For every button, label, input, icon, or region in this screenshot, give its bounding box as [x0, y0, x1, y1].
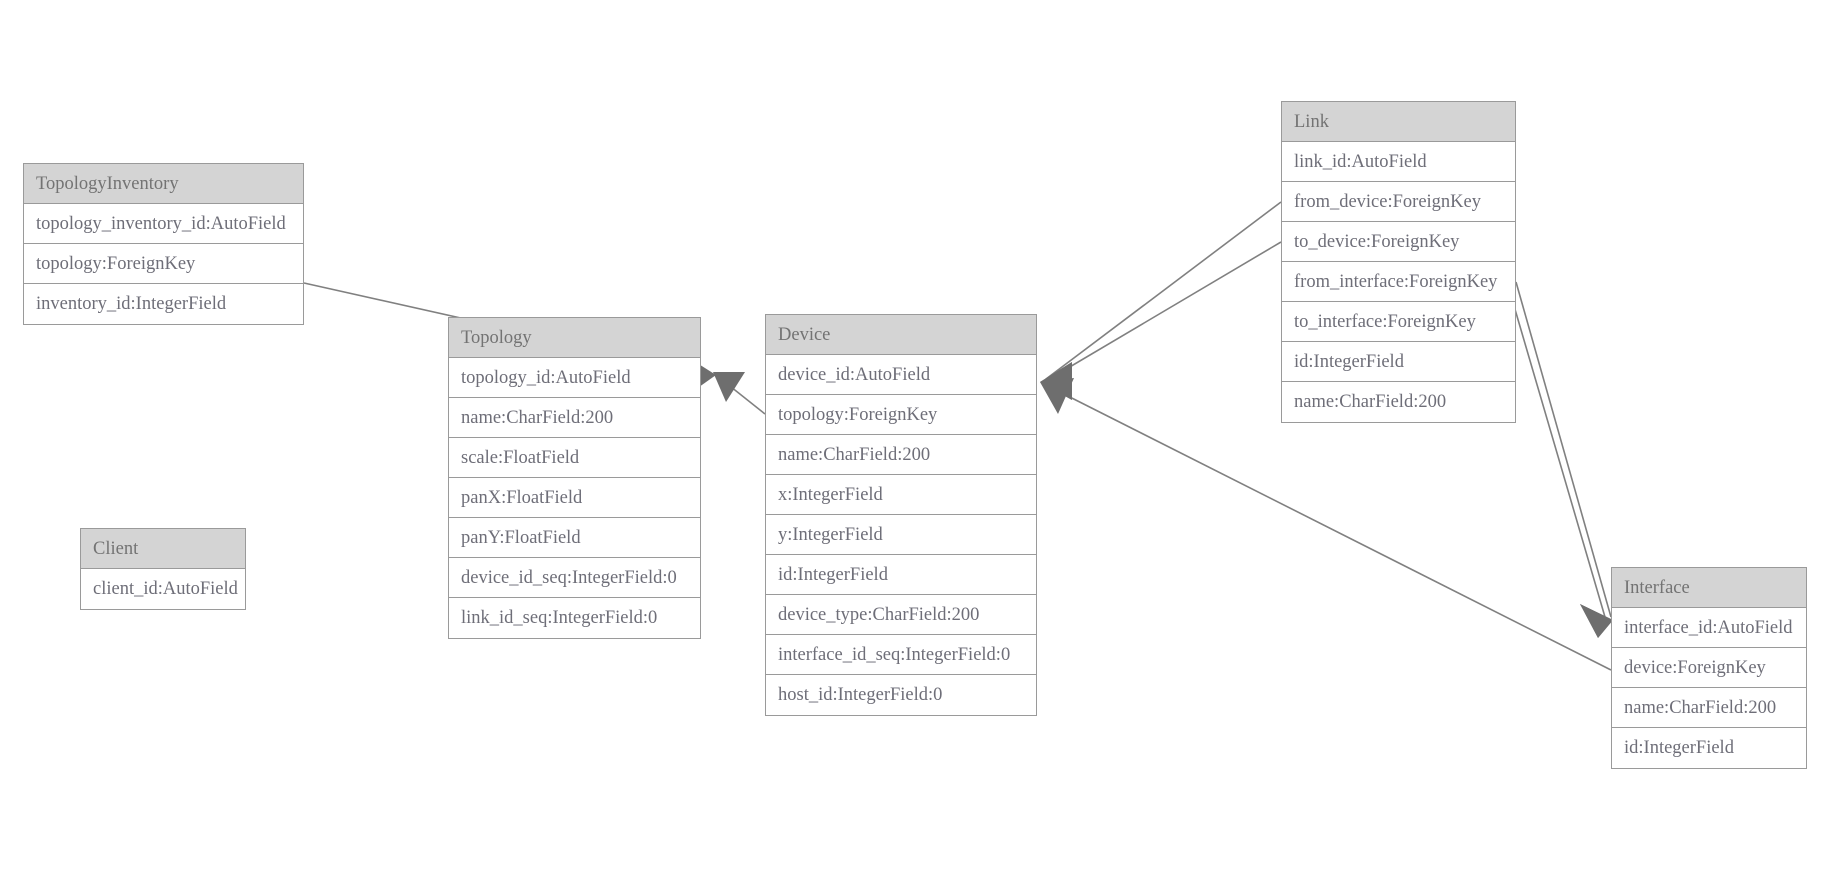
relationship-line-link-from-interface — [1515, 281, 1612, 618]
entity-field: panY:FloatField — [449, 518, 700, 558]
entity-field: device_id_seq:IntegerField:0 — [449, 558, 700, 598]
entity-field: panX:FloatField — [449, 478, 700, 518]
entity-field: host_id:IntegerField:0 — [778, 685, 943, 705]
entity-title-interface: Interface — [1612, 568, 1806, 608]
relationship-arrowhead-link-to-interface — [1580, 604, 1613, 638]
entity-field: name:CharField:200 — [766, 435, 1036, 475]
entity-field: device:ForeignKey — [1612, 648, 1806, 688]
relationship-line-link-from-device — [1045, 201, 1282, 380]
entity-field: id:IntegerField — [1282, 342, 1515, 382]
entity-field: name:CharField:200 — [1294, 392, 1447, 412]
entity-field: name:CharField:200 — [449, 398, 700, 438]
relationship-arrowhead-link-from-interface — [1580, 604, 1613, 638]
entity-field: scale:FloatField — [449, 438, 700, 478]
entity-field: name:CharField:200 — [1612, 688, 1806, 728]
entity-field: interface_id_seq:IntegerField:0 — [766, 635, 1036, 675]
relationship-line-device-topology — [715, 374, 766, 415]
entity-title-topology: Topology — [449, 318, 700, 358]
entity-field: id:IntegerField — [766, 555, 1036, 595]
relationship-line-link-to-interface — [1506, 281, 1606, 618]
entity-field: topology:ForeignKey — [24, 244, 303, 284]
entity-field: device_id:AutoField — [766, 355, 1036, 395]
entity-field: link_id_seq:IntegerField:0 — [461, 608, 658, 628]
entity-field: link_id:AutoField — [1282, 142, 1515, 182]
entity-field: from_interface:ForeignKey — [1282, 262, 1515, 302]
entity-field: y:IntegerField — [766, 515, 1036, 555]
entity-title-device: Device — [766, 315, 1036, 355]
relationship-arrowhead-link-from-device — [1040, 362, 1072, 400]
entity-field: device_type:CharField:200 — [766, 595, 1036, 635]
entity-title-link: Link — [1282, 102, 1515, 142]
entity-field: to_interface:ForeignKey — [1282, 302, 1515, 342]
relationship-arrowhead-link-to-device — [1040, 362, 1072, 400]
relationship-line-link-to-device — [1045, 241, 1282, 382]
entity-title-client: Client — [81, 529, 245, 569]
relationship-line-interface-device — [1045, 384, 1612, 671]
entity-field: x:IntegerField — [766, 475, 1036, 515]
entity-field: topology_id:AutoField — [449, 358, 700, 398]
entity-field: interface_id:AutoField — [1612, 608, 1806, 648]
entity-box-client[interactable]: Client client_id:AutoField — [80, 528, 246, 610]
entity-field: inventory_id:IntegerField — [36, 294, 227, 314]
relationship-arrowhead-interface-device — [1040, 378, 1074, 414]
entity-field: from_device:ForeignKey — [1282, 182, 1515, 222]
entity-field: client_id:AutoField — [93, 579, 238, 599]
entity-title-topology-inventory: TopologyInventory — [24, 164, 303, 204]
entity-field-list-client: client_id:AutoField — [81, 569, 245, 609]
entity-field: id:IntegerField — [1624, 738, 1734, 758]
relationship-arrowhead-device-topology — [713, 372, 745, 402]
entity-field: topology:ForeignKey — [766, 395, 1036, 435]
entity-field: to_device:ForeignKey — [1282, 222, 1515, 262]
entity-field: topology_inventory_id:AutoField — [24, 204, 303, 244]
